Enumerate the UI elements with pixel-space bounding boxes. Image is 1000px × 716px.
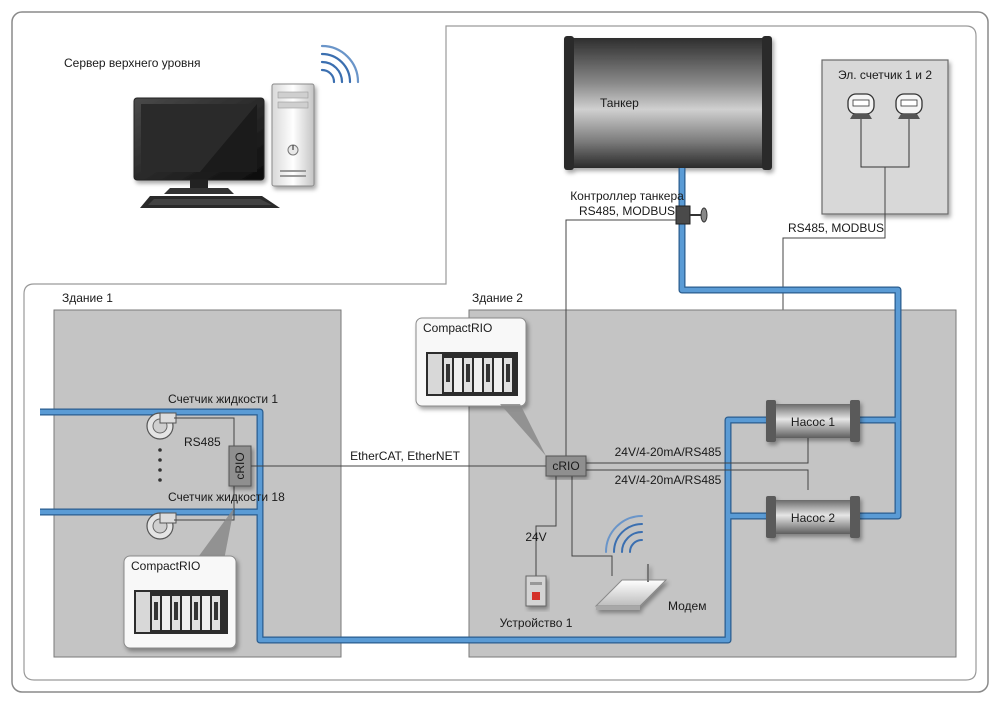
building2-compactrio-label: CompactRIO: [423, 321, 492, 335]
device1-label: Устройство 1: [500, 616, 573, 630]
electric-meter-2-icon: [895, 93, 923, 119]
building1-compactrio-hardware-icon: [134, 590, 228, 634]
meter18-wire: [174, 486, 235, 521]
tanker-controller-protocol-label: RS485, MODBUS: [579, 204, 675, 218]
meters-label: Эл. счетчик 1 и 2: [838, 68, 932, 82]
tanker-icon: [564, 36, 772, 170]
building2-label: Здание 2: [472, 291, 523, 305]
modem-wire: [571, 474, 613, 576]
building2-compactrio-hardware-icon: [426, 352, 518, 396]
tanker-valve-icon: [675, 205, 708, 225]
flow-meter-18-icon: [146, 512, 177, 540]
device1-icon: [525, 575, 547, 607]
building2-callout-wedge: [500, 404, 546, 456]
rs485-label: RS485: [184, 435, 221, 449]
link-label: EtherCAT, EtherNET: [350, 449, 460, 463]
meter18-label: Счетчик жидкости 18: [168, 490, 285, 504]
pump2-wire: [586, 469, 809, 490]
building1-callout-wedge: [196, 508, 234, 560]
modem-icon: [594, 564, 668, 610]
server-label: Сервер верхнего уровня: [64, 56, 201, 70]
ellipsis-dots: [158, 448, 162, 482]
modem-wifi-icon: [605, 515, 643, 553]
tanker-label: Танкер: [600, 96, 639, 110]
power-label: 24V: [525, 530, 546, 544]
electric-meter-1-icon: [847, 93, 875, 119]
building1-compactrio-label: CompactRIO: [131, 559, 200, 573]
link2-label: 24V/4-20mA/RS485: [615, 473, 722, 487]
pump-2-icon: [766, 496, 860, 538]
inner-outline: [23, 25, 977, 681]
meter1-wire: [174, 417, 235, 446]
modem-label: Модем: [668, 599, 706, 613]
building2-crio-label: cRIO: [552, 459, 579, 473]
pump2-label: Насос 2: [791, 511, 835, 525]
meter1-label: Счетчик жидкости 1: [168, 392, 278, 406]
pump-1-icon: [766, 400, 860, 442]
building1-crio-label: cRIO: [233, 452, 247, 479]
meters-protocol-label: RS485, MODBUS: [788, 221, 884, 235]
server-wifi-icon: [320, 44, 360, 84]
building2-crio-module: [545, 455, 587, 477]
building1-label: Здание 1: [62, 291, 113, 305]
tanker-controller-label: Контроллер танкера: [570, 189, 684, 203]
pipe-network: [40, 168, 902, 644]
pump1-label: Насос 1: [791, 415, 835, 429]
link1-label: 24V/4-20mA/RS485: [615, 445, 722, 459]
server-computer-icon: [133, 83, 315, 208]
pump1-wire: [586, 430, 809, 464]
building2-area: [468, 309, 957, 658]
tanker-rs485-wire: [565, 219, 676, 460]
power-wire: [535, 474, 557, 580]
